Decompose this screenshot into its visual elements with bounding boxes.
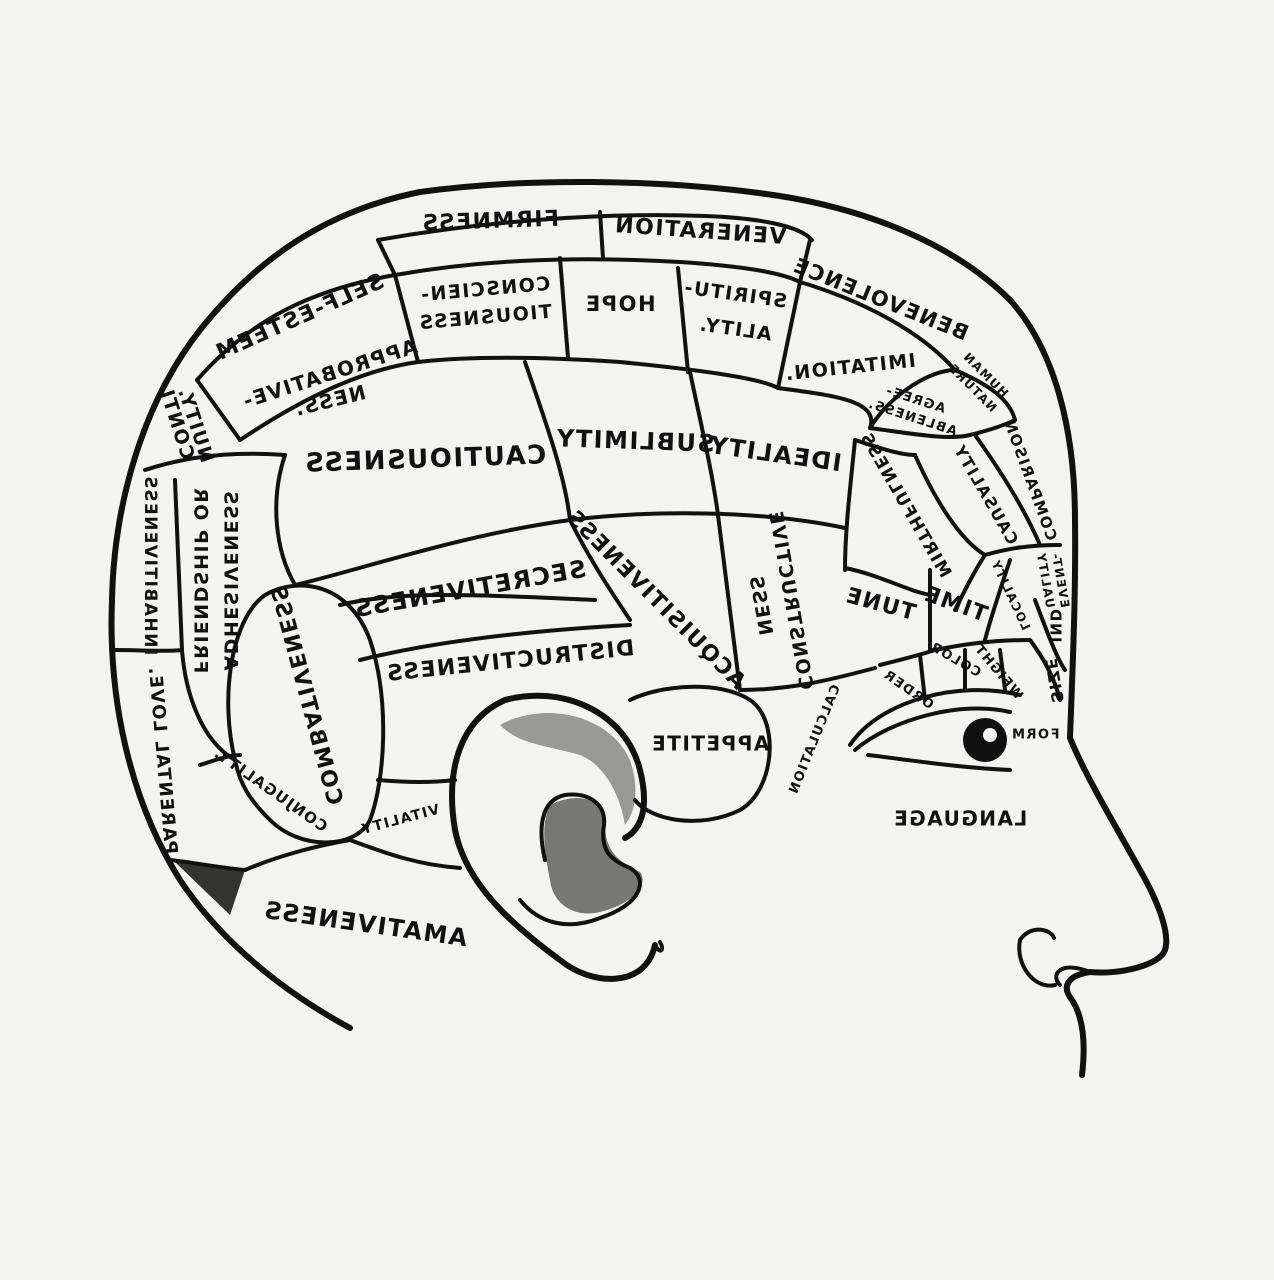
label-cautiousness: CAUTIOUSNESS (303, 440, 547, 478)
label-language: LANGUAGE (893, 807, 1028, 831)
label-order: ORDER (880, 667, 936, 713)
label-conscientiousness-1: CONSCIEN- (419, 273, 551, 306)
label-individuality: IND (1047, 607, 1065, 642)
label-firmness: FIRMNESS (420, 207, 559, 237)
label-combativeness: COMBATIVENESS (264, 582, 347, 808)
label-form: FORM (1011, 728, 1060, 743)
ear (449, 692, 665, 982)
label-conscientiousness-2: TIOUSNESS (417, 301, 553, 335)
label-vitality: VITALITY (359, 802, 442, 838)
label-ideality: IDEALITY (707, 431, 843, 477)
label-secretiveness: SECRETIVENESS (351, 555, 588, 624)
head-outline (108, 178, 1170, 1078)
label-appetite: APPETITE (651, 732, 770, 756)
label-constructiveness-2: NESS (744, 573, 776, 637)
label-locality: LOCALITY (988, 557, 1033, 632)
label-spirituality-1: SPIRITU- (682, 276, 789, 312)
label-destructiveness: DISTRUCTIVENESS (384, 636, 635, 687)
label-amativeness: AMATIVENESS (261, 896, 469, 952)
label-friendship-1: FRIENDSHIP OR (190, 487, 212, 674)
label-calculation: CALCULATION (786, 683, 844, 798)
label-inhabitiveness: INHABITIVENESS (140, 475, 160, 655)
label-imitation: IMITATION. (783, 350, 917, 386)
region-dividers (113, 210, 1067, 915)
label-sublimity: SUBLIMITY (555, 424, 715, 458)
label-friendship-2: ADHESIVENESS (220, 489, 242, 670)
label-size: SIZE (1041, 656, 1068, 705)
label-benevolence: BENEVOLENCE (789, 253, 972, 346)
label-spirituality-2: ALITY. (697, 313, 773, 345)
label-hope: HOPE (584, 292, 655, 316)
label-veneration: VENERATION (613, 213, 787, 250)
label-constructiveness-1: CONSTRUCTIVE (764, 508, 817, 691)
